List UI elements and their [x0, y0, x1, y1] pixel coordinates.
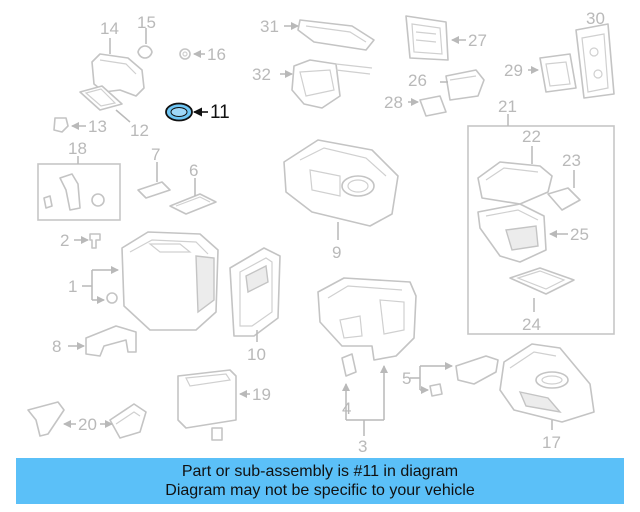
label-17: 17 — [542, 433, 561, 452]
label-29: 29 — [504, 61, 523, 80]
label-12: 12 — [130, 121, 149, 140]
label-28: 28 — [384, 93, 403, 112]
label-4: 4 — [342, 399, 351, 418]
part-30-control-panel: 30 — [575, 9, 615, 99]
label-14: 14 — [100, 19, 119, 38]
label-15: 15 — [137, 13, 156, 32]
label-26: 26 — [408, 71, 427, 90]
part-9-upper-console: 9 — [283, 139, 399, 262]
part-16-grommet: 16 — [179, 45, 226, 64]
label-13: 13 — [88, 117, 107, 136]
info-banner: Part or sub-assembly is #11 in diagram D… — [16, 458, 624, 504]
part-19-tray: 19 — [177, 369, 271, 441]
label-31: 31 — [260, 17, 279, 36]
part-31-armrest: 31 — [260, 17, 375, 51]
label-25: 25 — [570, 225, 589, 244]
part-21-assembly: 21 — [467, 97, 615, 335]
part-5-bracket: 5 — [402, 355, 499, 397]
part-3-lower-bracket: 3 — [317, 277, 417, 455]
part-25-base: 25 — [477, 203, 589, 263]
label-2: 2 — [60, 231, 69, 250]
part-8-bracket: 8 — [52, 325, 137, 357]
part-32-latch: 32 — [252, 59, 373, 109]
part-18-kit: 18 — [37, 139, 121, 221]
part-7-panel: 7 — [137, 145, 171, 199]
label-32: 32 — [252, 65, 271, 84]
label-21: 21 — [498, 97, 517, 116]
part-12-pad: 12 — [79, 85, 149, 140]
part-17-rear-console: 17 — [499, 343, 595, 452]
part-26-switch: 26 — [408, 69, 485, 101]
part-6-panel: 6 — [169, 161, 217, 215]
part-10-side-panel: 10 — [229, 247, 281, 364]
label-19: 19 — [252, 385, 271, 404]
label-8: 8 — [52, 337, 61, 356]
parts-diagram: 14 15 16 12 11 13 18 — [27, 9, 615, 455]
label-6: 6 — [189, 161, 198, 180]
part-23-plate: 23 — [547, 151, 581, 211]
part-4-bracket: 4 — [341, 353, 357, 420]
part-13-clip: 13 — [53, 117, 107, 136]
label-27: 27 — [468, 31, 487, 50]
banner-line-disclaimer: Diagram may not be specific to your vehi… — [165, 482, 475, 499]
label-24: 24 — [522, 315, 541, 334]
label-22: 22 — [522, 127, 541, 146]
part-11-ring: 11 — [165, 102, 230, 123]
part-14-cover: 14 — [91, 19, 145, 97]
part-15-clip: 15 — [137, 13, 156, 59]
part-28-bracket: 28 — [384, 93, 447, 117]
label-18: 18 — [68, 139, 87, 158]
label-1: 1 — [68, 277, 77, 296]
part-24-liner: 24 — [509, 267, 575, 334]
label-11: 11 — [210, 102, 230, 123]
label-5: 5 — [402, 369, 411, 388]
label-30: 30 — [586, 9, 605, 28]
label-23: 23 — [562, 151, 581, 170]
label-7: 7 — [151, 145, 160, 164]
part-29-panel: 29 — [504, 53, 577, 93]
label-10: 10 — [247, 345, 266, 364]
label-3: 3 — [358, 437, 367, 455]
part-20-brackets: 20 — [27, 401, 147, 439]
part-27-bin: 27 — [405, 15, 487, 61]
part-1-console: 1 — [68, 231, 219, 331]
label-9: 9 — [332, 243, 341, 262]
banner-line-part: Part or sub-assembly is #11 in diagram — [181, 463, 459, 480]
part-22-lid: 22 — [477, 127, 553, 205]
label-20: 20 — [78, 415, 97, 434]
part-2-bolt: 2 — [60, 231, 101, 250]
label-16: 16 — [207, 45, 226, 64]
